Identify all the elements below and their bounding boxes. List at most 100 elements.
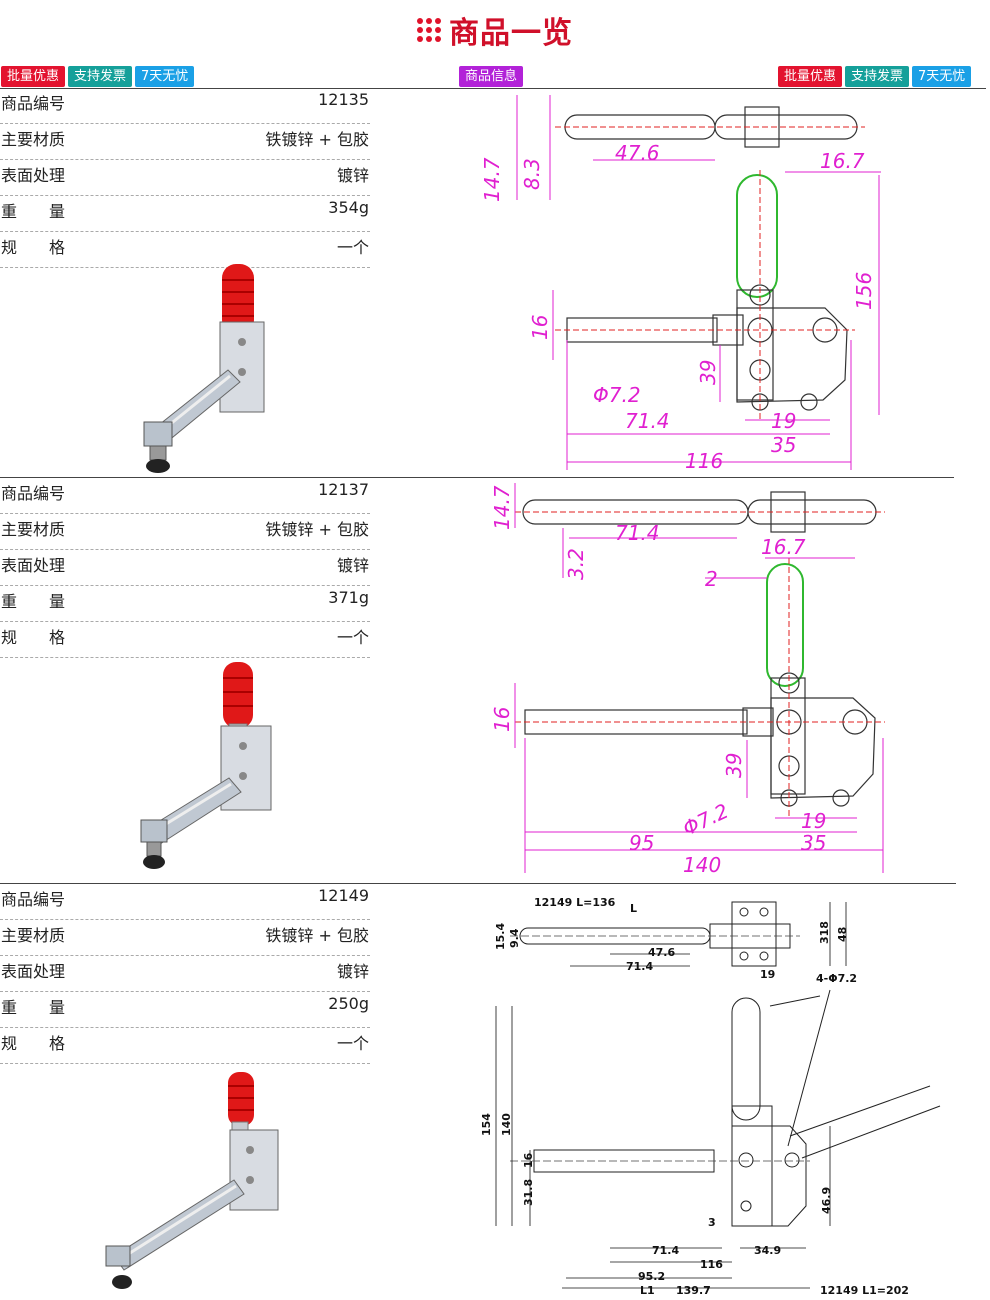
dim-label: 139.7	[676, 1284, 711, 1297]
spec-value: 一个	[336, 1034, 369, 1053]
dim-label: 71.4	[626, 960, 653, 973]
spec-key: 重 量	[1, 202, 66, 221]
spec-row: 主要材质 铁镀锌 + 包胶	[0, 920, 370, 956]
spec-key: 表面处理	[1, 166, 66, 185]
dim-label: 2	[705, 567, 718, 591]
dim-label: 19	[771, 409, 796, 433]
spec-value: 371g	[328, 588, 369, 607]
spec-row: 规 格 一个	[0, 622, 370, 658]
spec-key: 商品编号	[1, 890, 66, 909]
spec-value: 镀锌	[336, 166, 369, 185]
dim-label: Φ7.2	[679, 799, 732, 841]
spec-value: 铁镀锌 + 包胶	[265, 520, 369, 539]
spec-key: 商品编号	[1, 484, 66, 503]
dim-label: 16	[528, 315, 552, 340]
dim-label: 12149 L1=202	[820, 1284, 909, 1297]
section-divider	[0, 883, 956, 884]
spec-row: 重 量 250g	[0, 992, 370, 1028]
spec-value: 一个	[336, 628, 369, 647]
dim-label: 116	[685, 449, 723, 473]
spec-key: 表面处理	[1, 962, 66, 981]
spec-value: 12137	[318, 480, 369, 499]
dim-label: 39	[722, 753, 746, 778]
spec-value: 铁镀锌 + 包胶	[265, 926, 369, 945]
dim-label: 31.8	[522, 1179, 535, 1206]
dim-label: 15.4	[494, 923, 507, 950]
dim-label: 16.7	[820, 149, 865, 173]
spec-row: 表面处理镀锌	[0, 956, 370, 992]
dim-label: 95.2	[638, 1270, 665, 1283]
dim-label: 318	[818, 921, 831, 944]
section-divider	[0, 88, 986, 89]
spec-table: 商品编号 12137 主要材质 铁镀锌 + 包胶 表面处理 镀锌 重 量 371g 规 …	[0, 478, 370, 658]
spec-key: 重 量	[1, 592, 66, 611]
dim-label: 46.9	[820, 1187, 833, 1214]
dim-label: L1	[640, 1284, 655, 1297]
dim-label: 35	[801, 831, 826, 855]
dots-icon	[417, 18, 441, 42]
product-photo-12135	[143, 264, 265, 473]
spec-value: 12149	[318, 886, 369, 905]
spec-key: 商品编号	[1, 94, 66, 113]
dim-label: 3	[708, 1216, 716, 1229]
spec-key: 主要材质	[1, 926, 66, 945]
spec-row: 表面处理 镀锌	[0, 160, 370, 196]
dim-label: 19	[801, 809, 826, 833]
dim-label: 16.7	[761, 535, 806, 559]
spec-value: 铁镀锌 + 包胶	[265, 130, 369, 149]
spec-row: 规 格一个	[0, 1028, 370, 1064]
dim-label: 8.3	[520, 158, 544, 190]
dim-label: 47.6	[648, 946, 675, 959]
center-badge: 商品信息	[459, 66, 524, 87]
badge-product-info[interactable]: 商品信息	[459, 66, 524, 87]
dim-label: 116	[700, 1258, 723, 1271]
dim-label: 154	[480, 1113, 493, 1136]
spec-value: 12135	[318, 90, 369, 109]
dim-label: 14.7	[490, 485, 514, 530]
page-title-text: 商品一览	[449, 16, 573, 51]
section-divider	[0, 477, 954, 478]
dim-label: 3.2	[564, 548, 588, 580]
dim-label: 140	[683, 853, 721, 877]
badge-7day[interactable]: 7天无忧	[135, 66, 195, 87]
spec-key: 表面处理	[1, 556, 66, 575]
spec-row: 主要材质 铁镀锌 + 包胶	[0, 514, 370, 550]
spec-key: 规 格	[1, 628, 66, 647]
dim-label: 34.9	[754, 1244, 781, 1257]
dim-label: 71.4	[615, 521, 660, 545]
product-photo-12137	[140, 662, 272, 869]
badge-bulk-discount[interactable]: 批量优惠	[778, 66, 843, 87]
right-badges: 批量优惠 支持发票 7天无忧	[778, 66, 972, 87]
spec-row: 主要材质铁镀锌 + 包胶	[0, 124, 370, 160]
dim-label: 9.4	[508, 928, 521, 948]
spec-row: 商品编号 12137	[0, 478, 370, 514]
dim-label: 48	[836, 927, 849, 942]
technical-drawing-12149: 12149 L=136 L 15.4 9.4 47.6 71.4 318 48 …	[480, 896, 941, 1297]
badge-invoice[interactable]: 支持发票	[68, 66, 133, 87]
spec-row: 重 量 371g	[0, 586, 370, 622]
spec-row: 商品编号 12149	[0, 884, 370, 920]
badge-7day[interactable]: 7天无忧	[912, 66, 972, 87]
dim-label: 47.6	[615, 141, 660, 165]
dim-label: 71.4	[625, 409, 670, 433]
spec-value: 一个	[336, 238, 369, 257]
spec-value: 镀锌	[336, 556, 369, 575]
dim-label: 16	[490, 707, 514, 732]
dim-label: Φ7.2	[593, 383, 641, 407]
dim-label: 14.7	[480, 157, 504, 202]
dim-label: 71.4	[652, 1244, 679, 1257]
dim-label: 39	[696, 360, 720, 385]
badge-bulk-discount[interactable]: 批量优惠	[1, 66, 66, 87]
spec-key: 重 量	[1, 998, 66, 1017]
spec-key: 规 格	[1, 238, 66, 257]
dim-label: 35	[771, 433, 796, 457]
spec-value: 250g	[328, 994, 369, 1013]
left-badges: 批量优惠 支持发票 7天无忧	[1, 66, 195, 87]
technical-drawing-12135: 14.7 8.3 47.6 16.7 156 16 39 Φ7.2 71.4 1…	[480, 95, 881, 473]
dim-label: 140	[500, 1113, 513, 1136]
spec-key: 主要材质	[1, 520, 66, 539]
spec-row: 表面处理 镀锌	[0, 550, 370, 586]
dim-label: 12149 L=136	[534, 896, 616, 909]
badge-invoice[interactable]: 支持发票	[845, 66, 910, 87]
